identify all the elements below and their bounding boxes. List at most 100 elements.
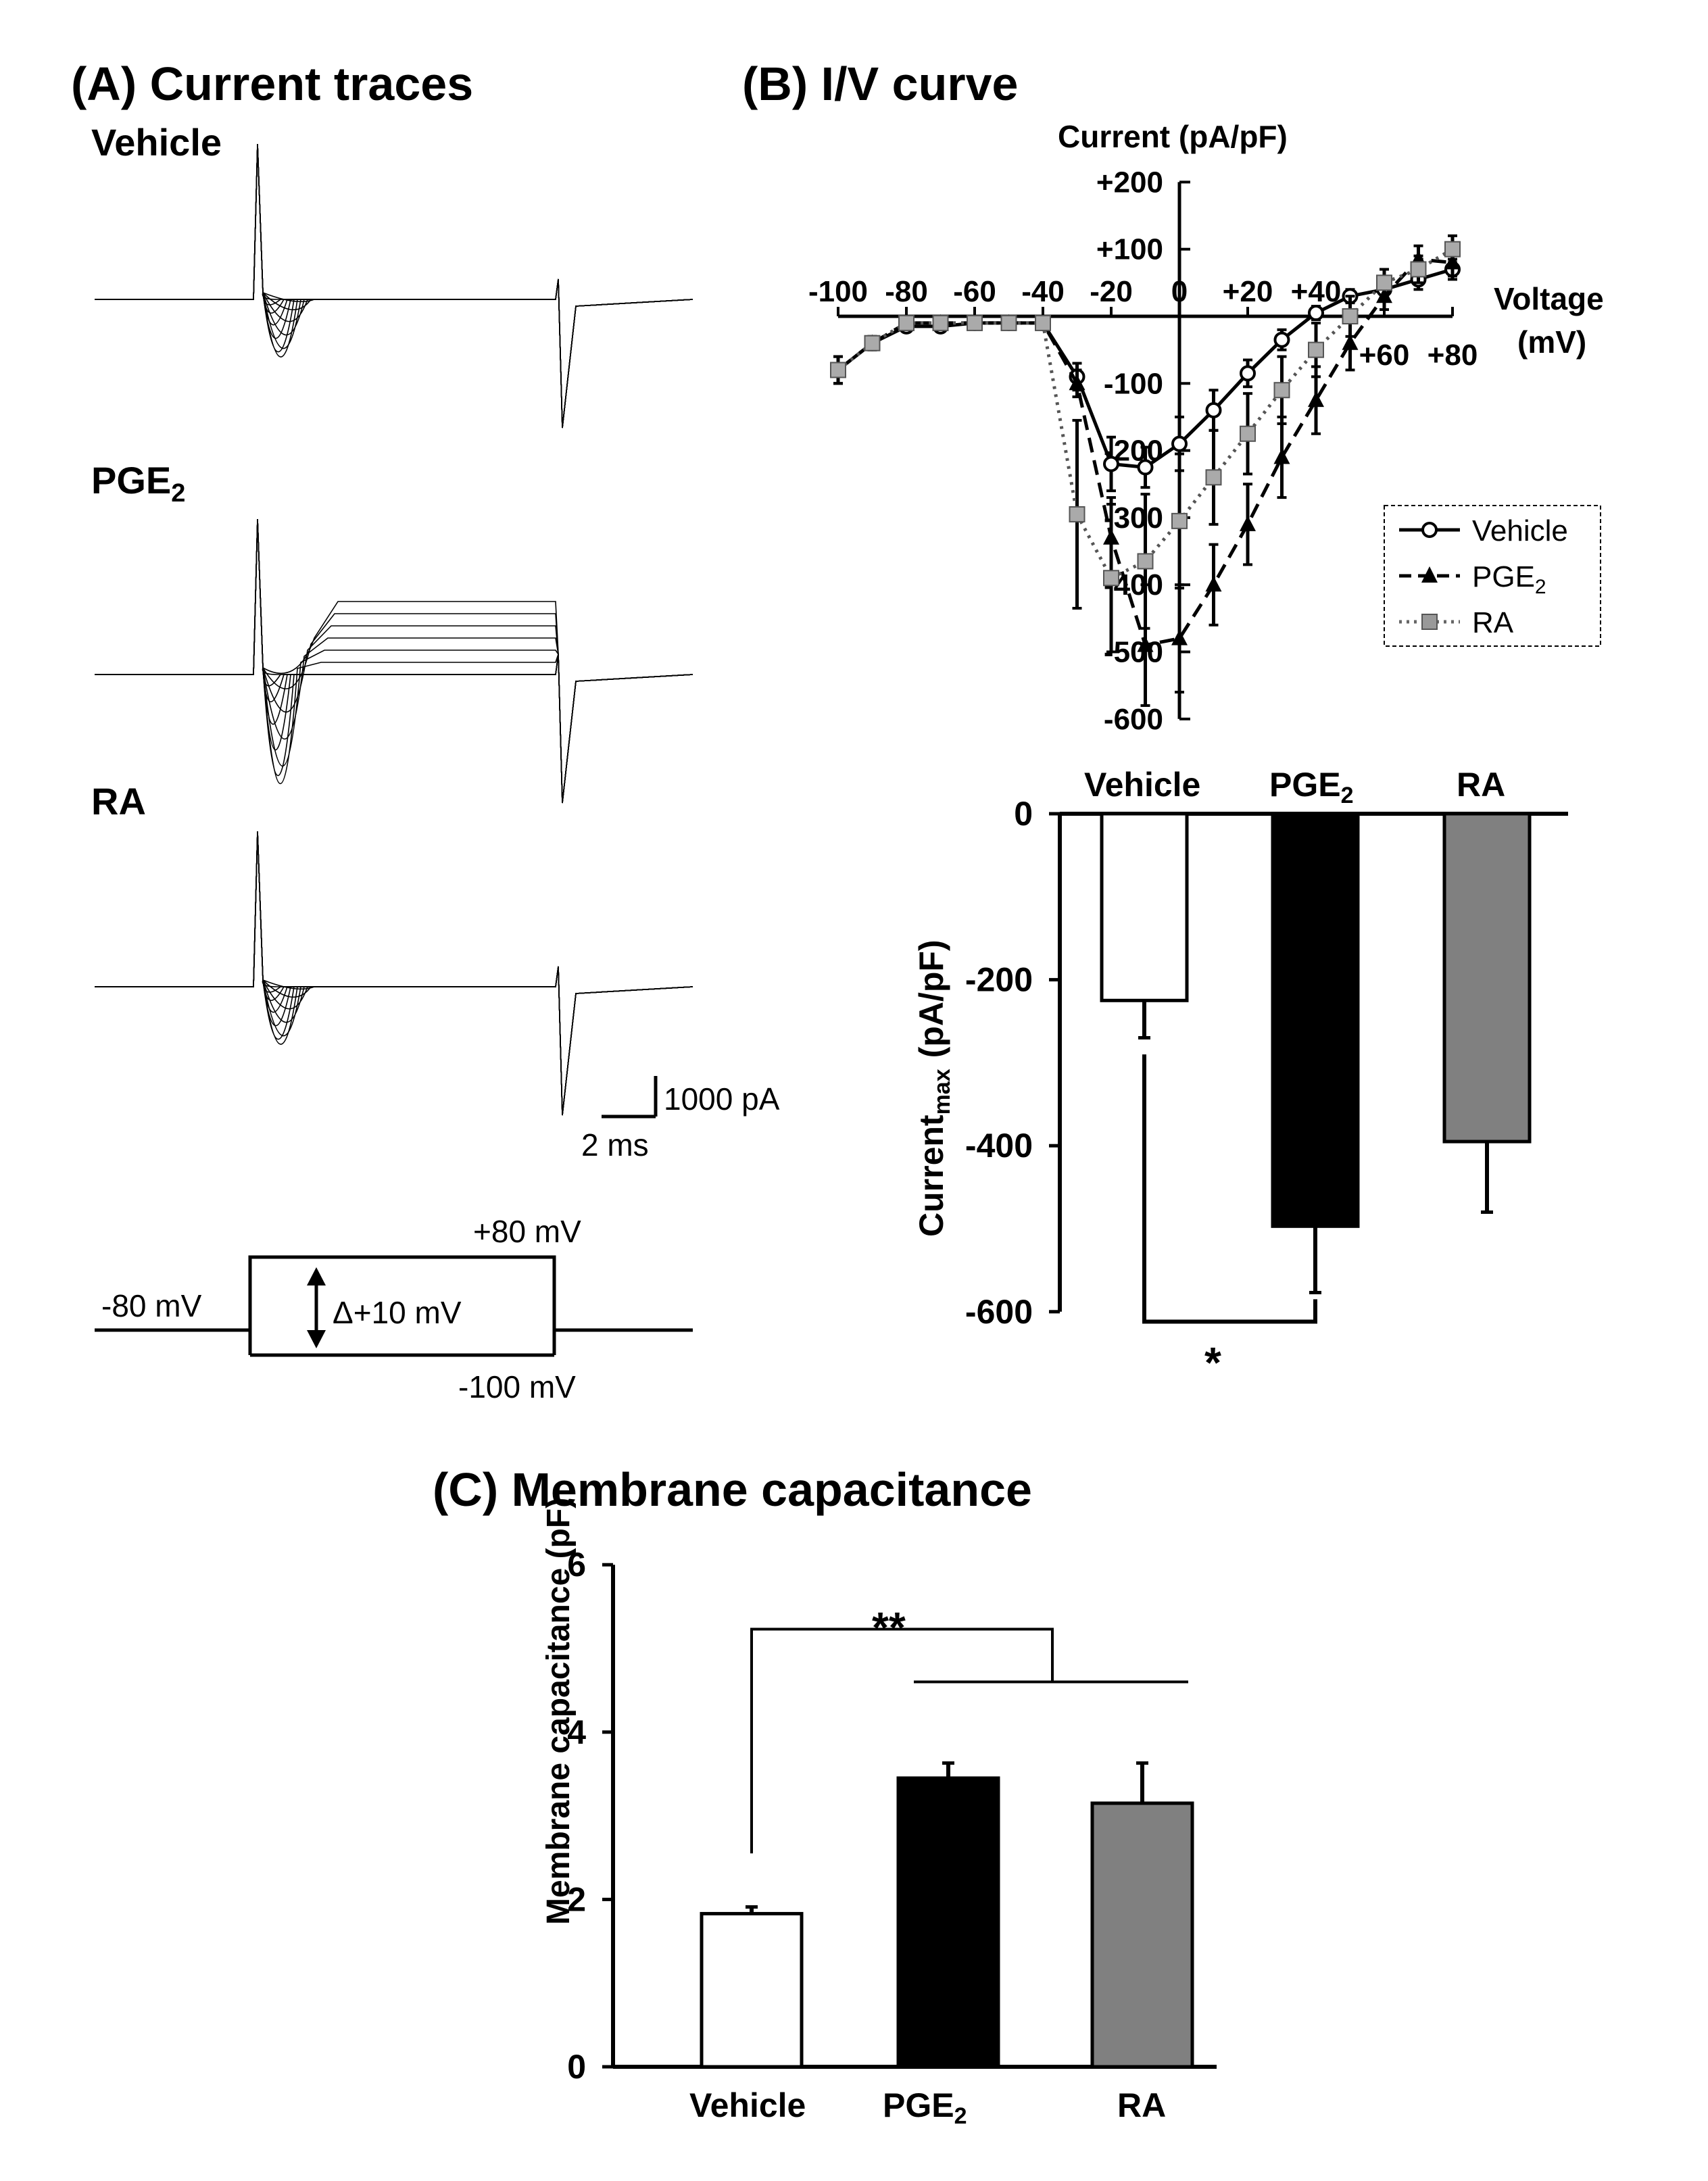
iv-point-ra [1137,553,1154,570]
panel-a: (A) Current traces Vehicle PGE2 RA 1000 … [71,57,780,1404]
current-traces-vehicle [95,143,693,428]
legend-vehicle-label: Vehicle [1472,514,1568,547]
iv-x-axis-title-1: Voltage [1494,281,1604,316]
current-traces-ra [95,831,693,1116]
current-trace [95,143,693,428]
iv-point-pge2 [1342,334,1359,350]
bar-1 [896,1776,1000,2069]
current-trace [95,831,693,1116]
bar-y-tick-label: 0 [567,2048,586,2086]
bar2-category-ra: RA [1117,2086,1166,2124]
panel-b: (B) I/V curve Current (pA/pF) Voltage (m… [742,57,1604,736]
iv-legend: Vehicle PGE2 RA [1384,505,1601,647]
current-trace [95,143,693,428]
iv-x-tick-label: -80 [885,275,928,308]
iv-point-ra [1376,274,1392,291]
bar-y-tick-label: 0 [1014,795,1033,833]
iv-point-ra [1273,382,1290,399]
iv-y-tick-label: -300 [1104,501,1163,535]
current-trace [95,143,693,428]
current-trace [95,831,693,1116]
current-trace [95,518,693,804]
iv-point-vehicle [1171,435,1188,452]
current-trace [95,518,693,804]
legend-pge2-swatch [1399,566,1460,583]
bar-2 [1442,812,1532,1144]
trace-label-ra: RA [91,780,146,823]
bar-1 [1271,812,1360,1228]
iv-point-pge2 [1137,636,1154,652]
iv-series-ra [830,234,1461,654]
iv-y-tick-label: +100 [1096,233,1163,266]
iv-point-ra [1342,308,1359,324]
bar-0 [1100,812,1189,1002]
current-traces-pge2 [95,518,693,804]
iv-point-vehicle [1308,305,1324,322]
current-trace [95,831,693,1116]
current-trace [95,831,693,1116]
current-trace [95,831,693,1116]
current-trace [95,143,693,428]
iv-x-tick-label: -20 [1090,275,1133,308]
scale-bar [602,1076,658,1119]
iv-point-vehicle [1273,331,1290,348]
panel-b-title: (B) I/V curve [742,57,1018,110]
current-trace [95,143,693,428]
current-trace [95,518,693,804]
current-trace [95,518,693,804]
legend-ra-label: RA [1472,606,1514,639]
current-trace [95,143,693,428]
iv-x-tick-label: 0 [1171,275,1188,308]
iv-point-pge2 [1069,374,1085,391]
bar-y-tick-label: 2 [567,1880,586,1918]
bar-y-tick-label: 4 [567,1713,586,1751]
scale-bar-time-label: 2 ms [581,1127,649,1162]
bar-y-tick-label: 6 [567,1546,586,1584]
legend-pge2-label: PGE2 [1472,560,1546,598]
bar2-category-vehicle: Vehicle [689,2086,806,2124]
protocol-hold-label: -80 mV [101,1288,202,1323]
bar2-bracket-left [750,1627,1054,1854]
scale-bar-current-label: 1000 pA [664,1081,780,1117]
iv-point-vehicle [1240,365,1256,382]
iv-point-ra [1205,469,1222,486]
iv-x-tick-label: -60 [953,275,996,308]
current-trace [95,518,693,804]
bar2-category-pge2: PGE2 [883,2086,967,2129]
iv-point-ra [898,314,914,331]
bar-y-tick-label: -600 [965,1293,1033,1331]
iv-x-tick-label: -100 [808,275,868,308]
iv-point-ra [830,362,846,378]
iv-x-tick-label: +20 [1223,275,1273,308]
iv-series [830,234,1461,707]
iv-y-axis-title: Current (pA/pF) [1058,119,1288,154]
iv-point-ra [1308,341,1324,358]
current-trace [95,831,693,1116]
bar-0 [700,1911,804,2069]
iv-y-tick-label: +200 [1096,166,1163,199]
iv-point-ra [967,314,983,331]
iv-point-pge2 [1308,391,1324,408]
bar1-category-ra: RA [1457,766,1505,804]
current-trace [95,143,693,428]
iv-point-ra [1240,425,1256,442]
bar-y-tick-label: -200 [965,961,1033,999]
iv-point-vehicle [1103,456,1119,472]
bar-2 [1090,1801,1194,2069]
bar-y-tick-label: -400 [965,1127,1033,1165]
protocol-step-label: Δ+10 mV [333,1295,462,1330]
iv-y-tick-label: -600 [1104,703,1163,736]
iv-x-tick-label: +80 [1428,339,1478,372]
current-trace [95,518,693,804]
protocol-top-label: +80 mV [473,1214,581,1249]
iv-point-pge2 [1273,448,1290,464]
legend-vehicle-swatch [1399,522,1460,538]
iv-point-ra [1444,241,1461,258]
iv-x-tick-label: +40 [1291,275,1342,308]
current-trace [95,143,693,428]
current-trace [95,831,693,1116]
current-trace [95,831,693,1116]
current-trace [95,518,693,804]
